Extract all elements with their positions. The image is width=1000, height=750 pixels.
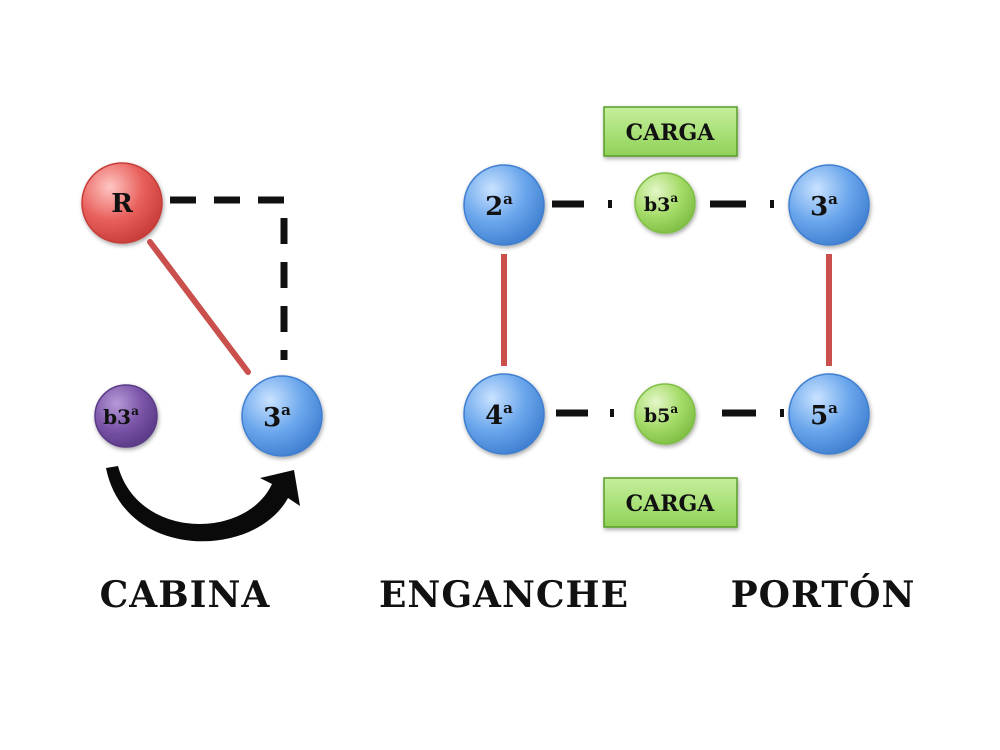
enganche-second-label: 2a [485,190,513,222]
enganche-flat-fifth-label: b5a [644,402,679,427]
cabina-link-root-third [147,239,251,375]
bottom-dash-dot-link [556,409,784,417]
porton-fifth-label: 5a [810,399,838,431]
enganche-flat-fifth-node [634,383,696,445]
enganche-porton-group: CARGA CARGA 2a b3a 3a 4a b5a [379,106,916,616]
cabina-title: CABINA [100,574,271,616]
enganche-fourth-label: 4a [485,399,513,431]
enganche-fourth-node [463,373,545,455]
porton-title: PORTÓN [731,574,916,616]
carga-top-box [603,106,738,157]
cabina-flat-third-label: b3a [103,404,139,429]
cabina-third-node [241,375,323,457]
enganche-flat-third-node [634,172,696,234]
top-dash-dot-link [552,200,774,208]
cabina-curved-arrow [106,466,300,542]
cabina-group: R b3a 3a CABINA [81,162,323,616]
carga-bottom-box [603,477,738,528]
porton-third-node [788,164,870,246]
cabina-root-node [81,162,163,244]
cabina-third-label: 3a [263,401,291,433]
enganche-second-node [463,164,545,246]
cabina-root-label: R [111,189,133,219]
porton-fifth-node [788,373,870,455]
cabina-flat-third-node [94,384,158,448]
cabina-dashed-link [170,196,288,360]
porton-third-label: 3a [810,190,838,222]
carga-bottom-label: CARGA [626,491,716,517]
carga-top-label: CARGA [626,120,716,146]
enganche-title: ENGANCHE [379,574,629,616]
enganche-flat-third-label: b3a [644,191,679,216]
